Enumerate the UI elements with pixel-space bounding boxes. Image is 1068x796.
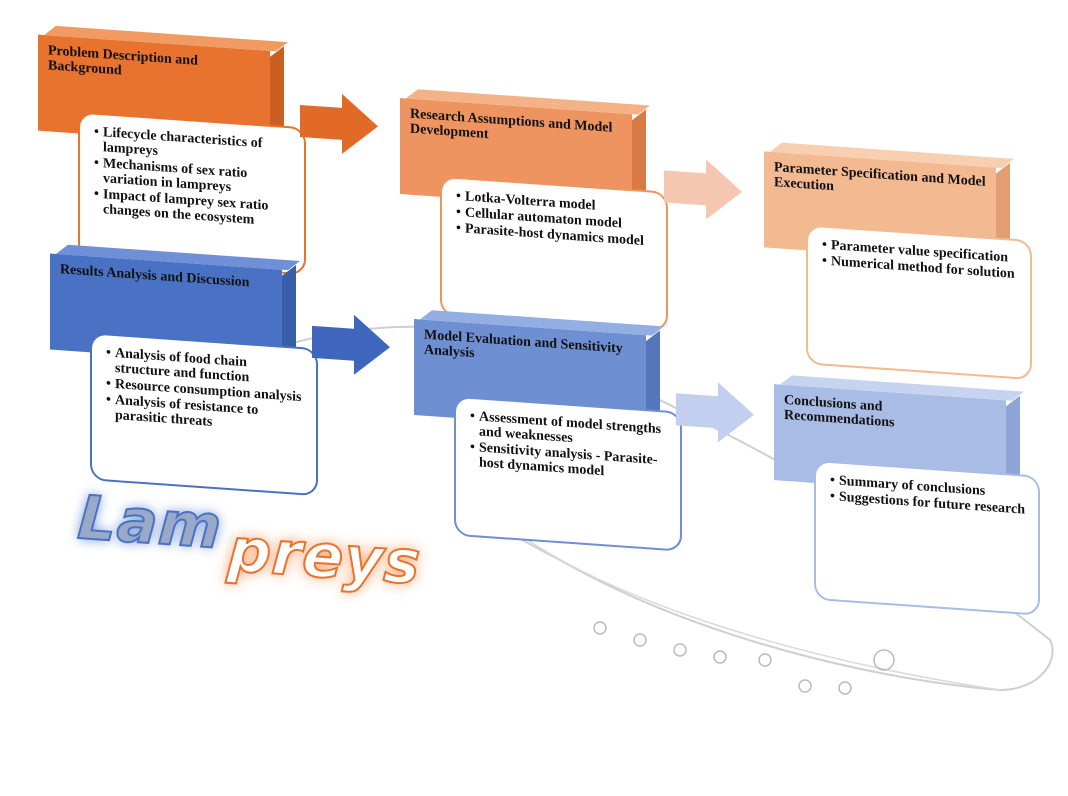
logo-part-2: preys: [225, 514, 424, 599]
stage-5-title: Model Evaluation and Sensitivity Analysi…: [424, 327, 623, 362]
stage-4-title: Results Analysis and Discussion: [60, 262, 250, 291]
stage-5-card: Assessment of model strengths and weakne…: [454, 395, 682, 552]
stage-2-title: Research Assumptions and Model Developme…: [410, 106, 613, 143]
arrow-right-icon: [676, 382, 754, 443]
stage-6-title: Conclusions and Recommendations: [784, 392, 895, 431]
stage-3-title: Parameter Specification and Model Execut…: [774, 160, 986, 195]
stage-6-card: Summary of conclusions Suggestions for f…: [814, 459, 1040, 616]
workflow-diagram: Problem Description and Background Lifec…: [0, 0, 1068, 721]
arrow-right-icon: [300, 93, 378, 154]
stage-1-title: Problem Description and Background: [48, 43, 198, 79]
logo-part-1: Lam: [75, 482, 226, 564]
arrow-right-icon: [664, 159, 742, 220]
stage-2-card: Lotka-Volterra model Cellular automaton …: [440, 175, 668, 332]
stage-4-card: Analysis of food chain structure and fun…: [90, 332, 318, 497]
lampreys-logo-accent: preys: [225, 514, 424, 599]
lampreys-logo: Lam: [75, 482, 226, 564]
stage-3-card: Parameter value specification Numerical …: [806, 224, 1032, 381]
arrow-right-icon: [312, 314, 390, 375]
